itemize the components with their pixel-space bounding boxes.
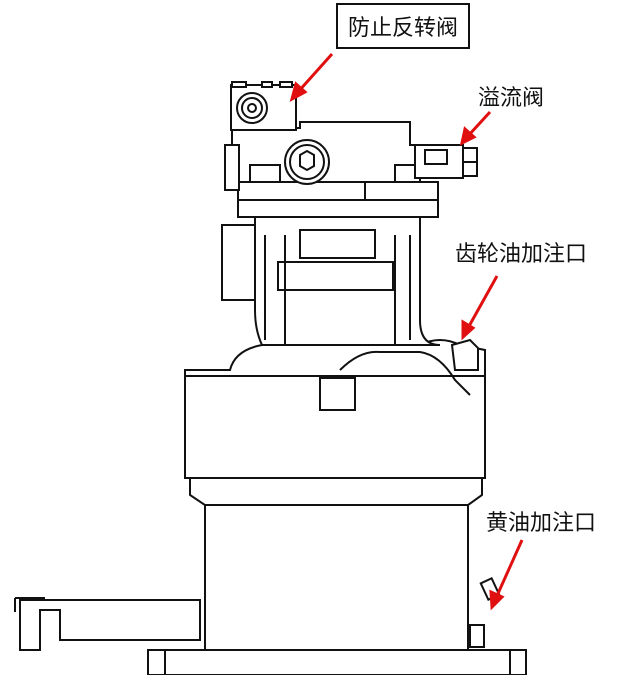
arrow-anti-reverse-valve: [289, 52, 334, 102]
label-relief-valve: 溢流阀: [478, 86, 545, 111]
label-anti-reverse-valve: 防止反转阀: [336, 3, 471, 49]
arrow-gear-oil-filler: [461, 275, 499, 341]
label-gear-oil-filler: 齿轮油加注口: [455, 242, 588, 267]
arrow-grease-filler: [489, 539, 524, 611]
arrow-relief-valve: [459, 110, 492, 146]
lower-housing: [189, 477, 483, 651]
relief-valve: [414, 144, 478, 179]
side-pipe: [14, 597, 201, 651]
base-plate: [147, 649, 527, 675]
label-grease-filler: 黄油加注口: [486, 511, 597, 536]
anti-reverse-valve: [230, 81, 297, 131]
